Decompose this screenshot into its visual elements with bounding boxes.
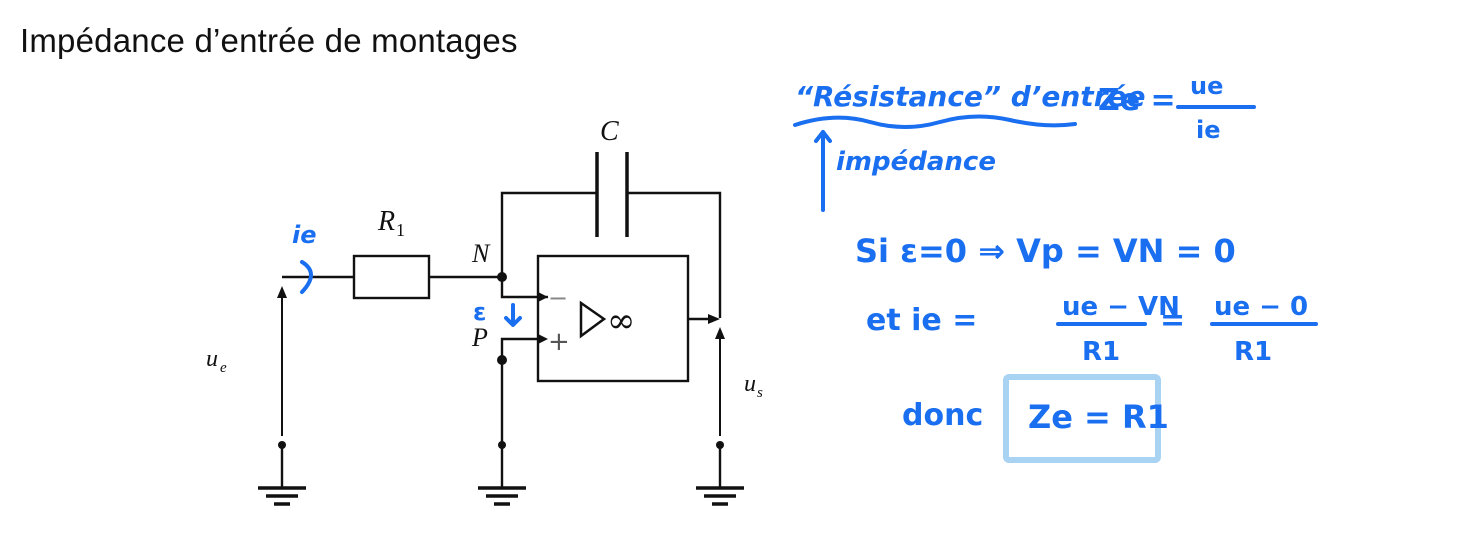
- current-arrow-icon: [300, 260, 313, 294]
- middle-ground-wire: [498, 360, 506, 487]
- input-voltage-label: u: [206, 346, 218, 372]
- up-arrow-icon: [814, 130, 832, 212]
- note-frac2-num: ue − 0: [1214, 292, 1308, 322]
- opamp-gain-label: ∞: [607, 301, 635, 341]
- current-annotation: ie: [292, 221, 317, 249]
- capacitor-c: [595, 152, 629, 237]
- page-title: Impédance d’entrée de montages: [20, 22, 518, 59]
- opamp-plus-sign: +: [548, 327, 570, 357]
- resistor-label-sub: 1: [396, 220, 405, 240]
- result-formula: Ze = R1: [1028, 398, 1169, 436]
- output-voltage-arrow: [715, 327, 725, 487]
- note-line-4-prefix: et ie =: [866, 303, 977, 338]
- note-resistance-text: “Résistance” d’entrée: [795, 80, 1145, 113]
- output-voltage-label: u: [744, 371, 756, 397]
- resistor-label: R: [377, 206, 395, 237]
- feedback-path: [500, 191, 722, 318]
- ground-icon-right: [696, 486, 744, 506]
- opamp: − + ∞: [536, 254, 690, 383]
- node-n-label: N: [471, 239, 491, 268]
- plus-input-arrow: [538, 334, 548, 344]
- note-line-3: Si ε=0 ⇒ Vp = VN = 0: [855, 232, 1236, 270]
- resistor-r1: [352, 254, 431, 300]
- epsilon-arrow-icon: [504, 303, 522, 327]
- note-ze-lhs: Ze =: [1098, 83, 1176, 118]
- handwritten-notes: “Résistance” d’entrée Ze = ue ie impédan…: [793, 72, 1318, 463]
- opamp-triangle-icon: [579, 300, 607, 339]
- wavy-underline: [793, 114, 1077, 129]
- note-ze-num: ue: [1190, 72, 1223, 100]
- output-arrow: [708, 314, 720, 324]
- note-frac1-den: R1: [1082, 337, 1120, 367]
- ground-icon-left: [258, 486, 306, 506]
- output-voltage-sub: s: [757, 385, 763, 401]
- note-line-4-eq: =: [1160, 303, 1185, 338]
- input-voltage-arrow: [277, 286, 287, 487]
- note-frac2-den: R1: [1234, 337, 1272, 367]
- note-impedance: impédance: [836, 147, 996, 177]
- capacitor-label: C: [600, 116, 619, 147]
- note-donc: donc: [902, 398, 983, 433]
- node-p-label: P: [471, 323, 488, 352]
- opamp-minus-sign: −: [548, 284, 568, 312]
- ground-icon-middle: [478, 486, 526, 506]
- note-ze-den: ie: [1196, 116, 1221, 144]
- input-voltage-sub: e: [220, 360, 227, 376]
- note-frac1-num: ue − VN: [1062, 292, 1180, 322]
- epsilon-annotation: ε: [473, 298, 486, 326]
- result-box: [1003, 374, 1161, 463]
